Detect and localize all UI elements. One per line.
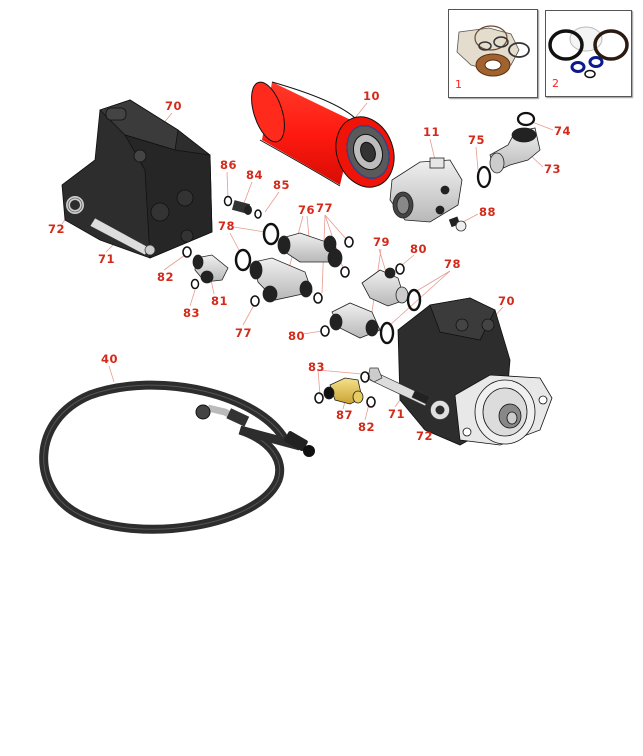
callout-part-87[interactable]: 87 [336,408,354,422]
callout-part-72[interactable]: 72 [416,429,434,443]
o-ring-78-upper [262,222,280,246]
callout-part-74[interactable]: 74 [554,124,572,138]
o-rings-77 [250,236,354,307]
callout-part-10[interactable]: 10 [363,89,381,103]
callout-part-77[interactable]: 77 [316,201,334,215]
o-ring-83-left [190,278,200,290]
brass-tee-87 [323,377,364,405]
callout-part-11[interactable]: 11 [423,125,441,139]
callout-part-71[interactable]: 71 [98,252,116,266]
o-ring-78-lower [234,248,252,272]
tee-fitting-76-lower [249,257,313,303]
bolt-71-right [367,367,431,407]
callout-part-77[interactable]: 77 [235,326,253,340]
o-ring-74 [516,111,536,127]
callout-part-78[interactable]: 78 [218,219,236,233]
elbow-fitting-79-lower [329,302,381,339]
callout-part-85[interactable]: 85 [273,178,291,192]
tee-fitting-76-upper [277,232,343,268]
filter-head-11 [389,157,463,223]
o-ring-83-right-upper [360,371,370,383]
o-ring-80-lower [320,325,330,337]
elbow-fitting-73 [489,127,541,174]
inset-kit-1[interactable]: 1 [448,9,538,98]
callout-part-83[interactable]: 83 [308,360,326,374]
callout-part-76[interactable]: 76 [298,203,316,217]
o-ring-83-right-lower [314,392,324,404]
elbow-fitting-81 [192,254,229,284]
o-ring-82-right [366,396,376,408]
callout-part-82[interactable]: 82 [358,420,376,434]
callout-part-72[interactable]: 72 [48,222,66,236]
elbow-fitting-79-upper [361,267,409,307]
callout-part-86[interactable]: 86 [220,158,238,172]
o-ring-80-upper [395,263,405,275]
filter-10 [251,81,395,188]
callout-part-40[interactable]: 40 [101,352,119,366]
inset-kit-2[interactable]: 2 [545,10,632,97]
bolt-71-left [89,217,156,256]
callout-part-70[interactable]: 70 [165,99,183,113]
o-ring-75 [476,165,492,189]
inset-number: 2 [552,77,559,90]
washer-72-right [430,400,450,420]
callout-part-73[interactable]: 73 [544,162,562,176]
callout-part-71[interactable]: 71 [388,407,406,421]
callout-part-82[interactable]: 82 [157,270,175,284]
callout-part-88[interactable]: 88 [479,205,497,219]
hose-40 [39,380,315,534]
o-ring-82-left [182,246,192,258]
o-ring-86 [223,195,233,207]
callout-part-83[interactable]: 83 [183,306,201,320]
callout-part-81[interactable]: 81 [211,294,229,308]
plug-88 [448,216,467,232]
fitting-84 [231,200,252,215]
inset-number: 1 [455,78,462,91]
callout-part-75[interactable]: 75 [468,133,486,147]
valve-block-70 [61,99,213,259]
seal-kit-icon [548,26,629,79]
o-ring-78-right-upper [406,288,422,312]
o-ring-78-right-lower [379,321,395,345]
pump-70 [397,297,553,446]
gasket-kit-icon [456,25,530,77]
callout-part-84[interactable]: 84 [246,168,264,182]
callout-part-80[interactable]: 80 [288,329,306,343]
callout-part-79[interactable]: 79 [373,235,391,249]
callout-part-80[interactable]: 80 [410,242,428,256]
o-ring-85 [254,209,262,219]
callout-part-78[interactable]: 78 [444,257,462,271]
callout-part-70[interactable]: 70 [498,294,516,308]
